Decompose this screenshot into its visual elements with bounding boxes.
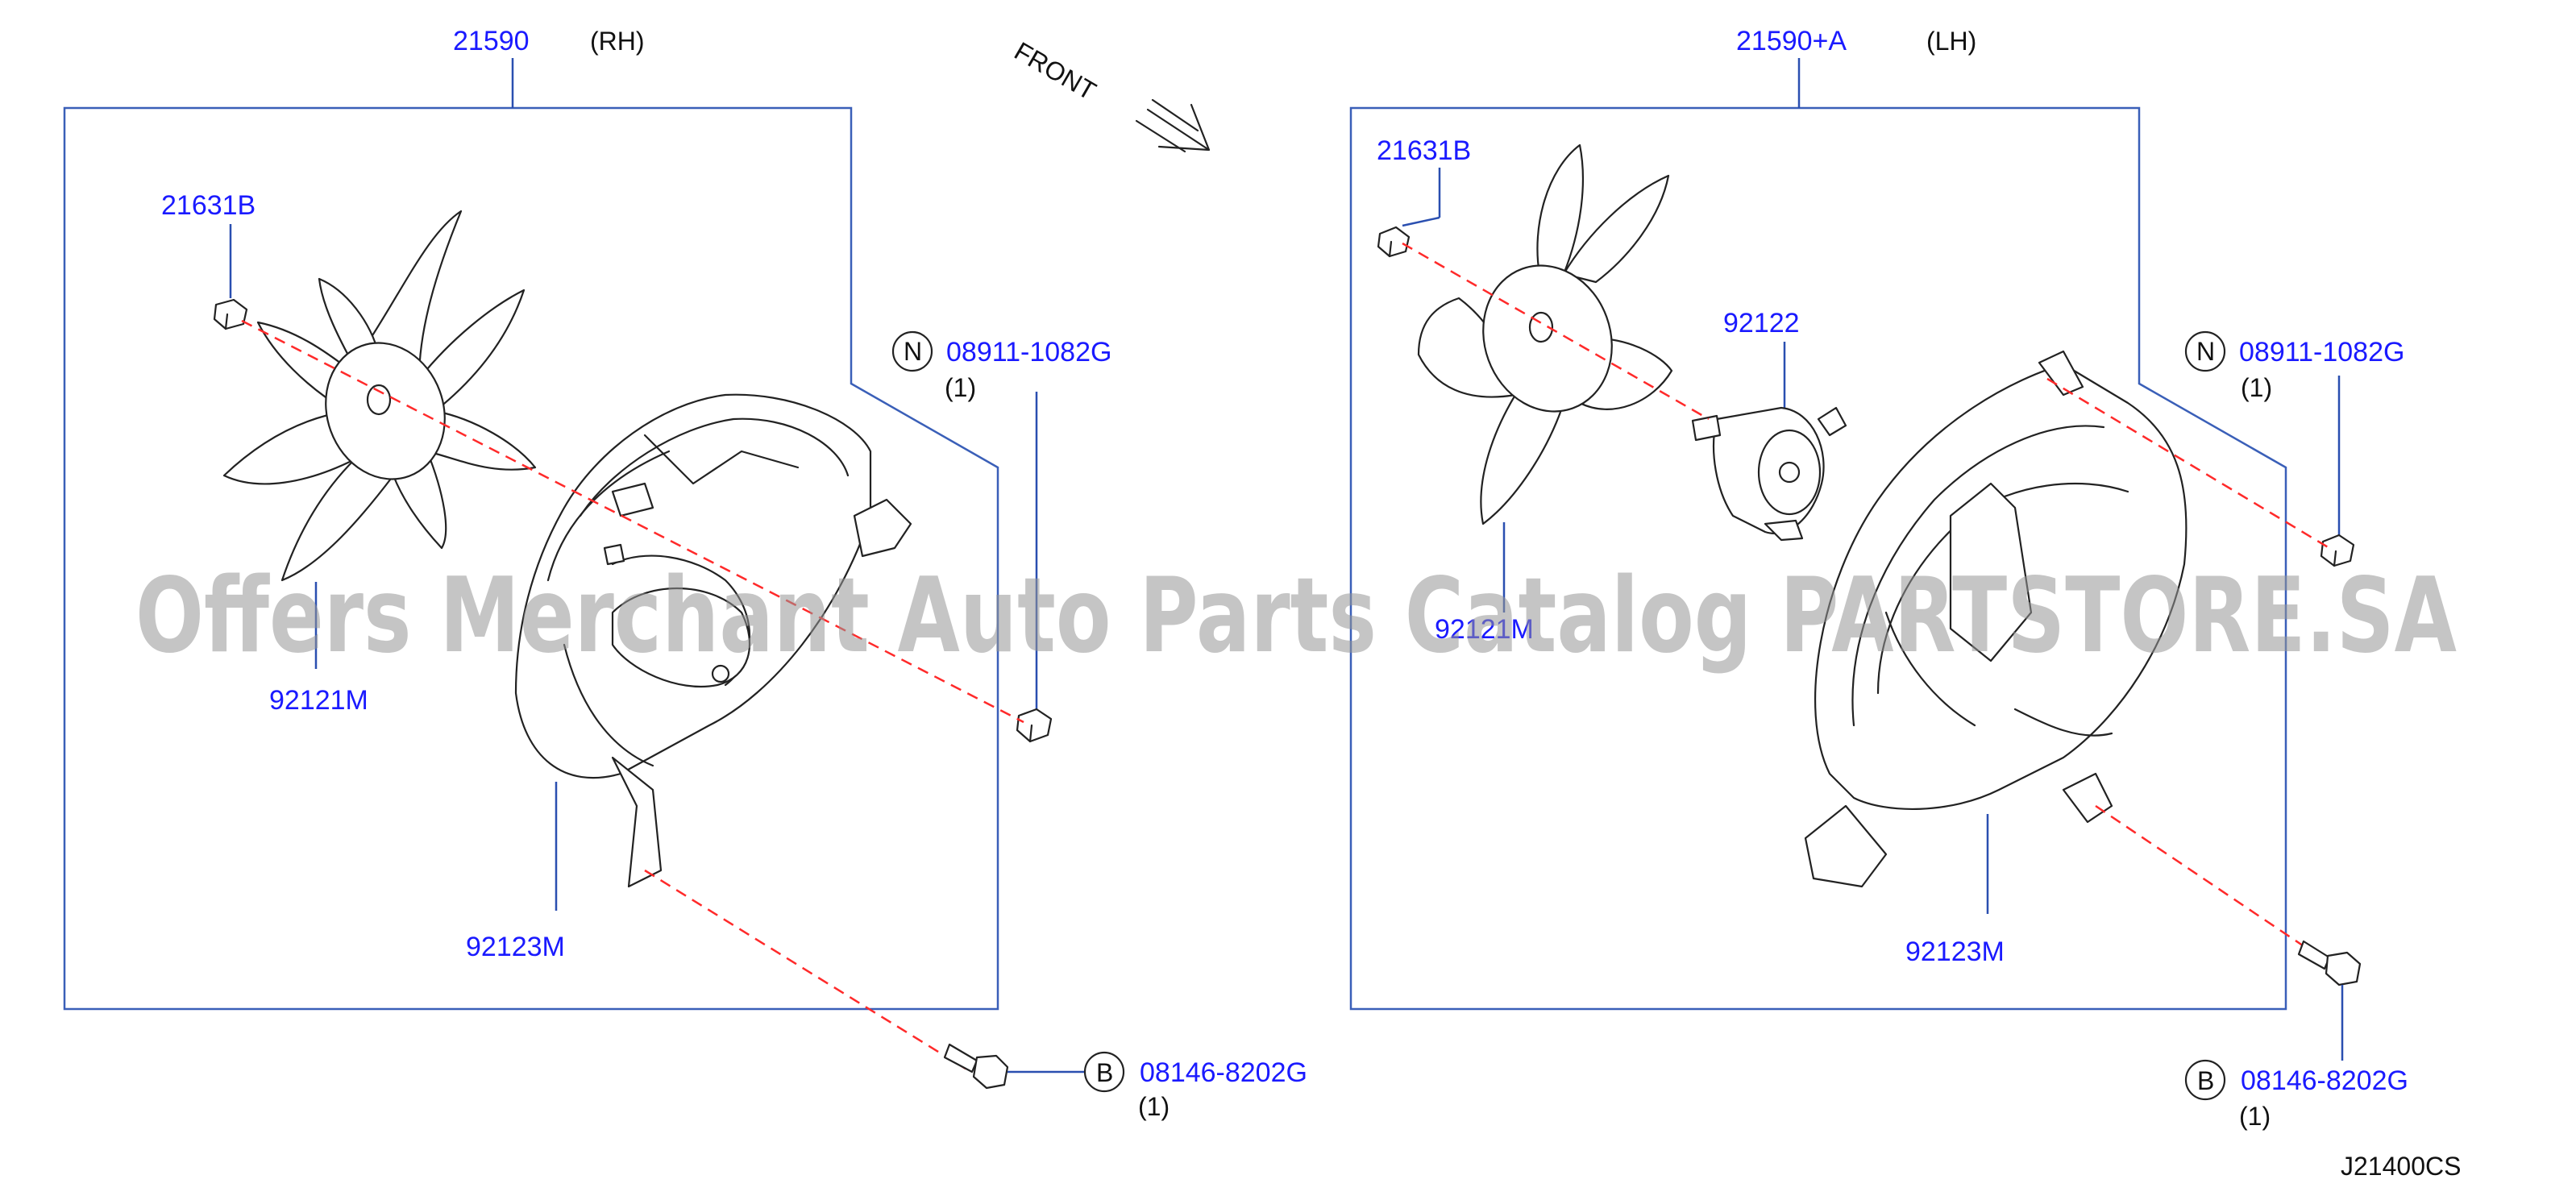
lh-motor <box>1691 406 1847 542</box>
svg-text:N: N <box>904 337 922 366</box>
lh-bolt-symbol: B <box>2184 1059 2226 1101</box>
rh-shroud-number[interactable]: 92123M <box>466 932 565 962</box>
lh-shroud-number[interactable]: 92123M <box>1905 936 2005 967</box>
lh-nut-n <box>2320 534 2355 567</box>
lh-nut-n-number[interactable]: 08911-1082G <box>2239 337 2404 368</box>
lh-bolt-number[interactable]: 08146-8202G <box>2241 1065 2408 1096</box>
lh-nut-top <box>1377 226 1411 258</box>
rh-fan-number[interactable]: 92121M <box>269 685 368 716</box>
lh-side-label: (LH) <box>1926 27 1976 56</box>
lh-fan <box>1417 143 1673 525</box>
rh-bolt-qty: (1) <box>1138 1092 1170 1121</box>
rh-nut-n-symbol: N <box>891 330 933 372</box>
rh-bolt-symbol: B <box>1083 1051 1125 1093</box>
lh-assembly-frame <box>1349 106 2287 1011</box>
front-label: FRONT <box>1010 36 1101 106</box>
lh-assembly-number[interactable]: 21590+A <box>1736 26 1847 56</box>
rh-fan <box>222 210 537 582</box>
lh-bolt-qty: (1) <box>2239 1102 2271 1131</box>
rh-assembly-frame <box>63 106 999 1011</box>
diagram-code: J21400CS <box>2341 1152 2461 1181</box>
rh-assembly-number[interactable]: 21590 <box>453 26 530 56</box>
lh-motor-number[interactable]: 92122 <box>1723 308 1800 338</box>
rh-side-label: (RH) <box>590 27 645 56</box>
rh-shroud <box>514 393 912 888</box>
rh-nut-n-qty: (1) <box>945 373 976 402</box>
watermark: Offers Merchant Auto Parts Catalog PARTS… <box>135 556 2457 676</box>
front-arrow-icon <box>1135 98 1211 153</box>
lh-nut-n-symbol: N <box>2184 330 2226 372</box>
lh-nut-top-number[interactable]: 21631B <box>1377 135 1471 166</box>
lh-shroud <box>1804 350 2188 888</box>
rh-nut-n <box>1016 708 1053 743</box>
rh-nut-n-number[interactable]: 08911-1082G <box>946 337 1111 368</box>
rh-bolt-number[interactable]: 08146-8202G <box>1140 1057 1307 1088</box>
lh-bolt <box>2297 940 2362 986</box>
svg-text:B: B <box>2197 1066 2214 1095</box>
rh-bolt <box>943 1043 1009 1090</box>
lh-nut-n-qty: (1) <box>2241 373 2272 402</box>
lh-fan-number[interactable]: 92121M <box>1435 614 1534 645</box>
svg-text:N: N <box>2196 337 2215 366</box>
rh-nut-top-number[interactable]: 21631B <box>161 190 256 221</box>
svg-text:B: B <box>1096 1058 1113 1087</box>
rh-nut-top <box>213 298 248 330</box>
